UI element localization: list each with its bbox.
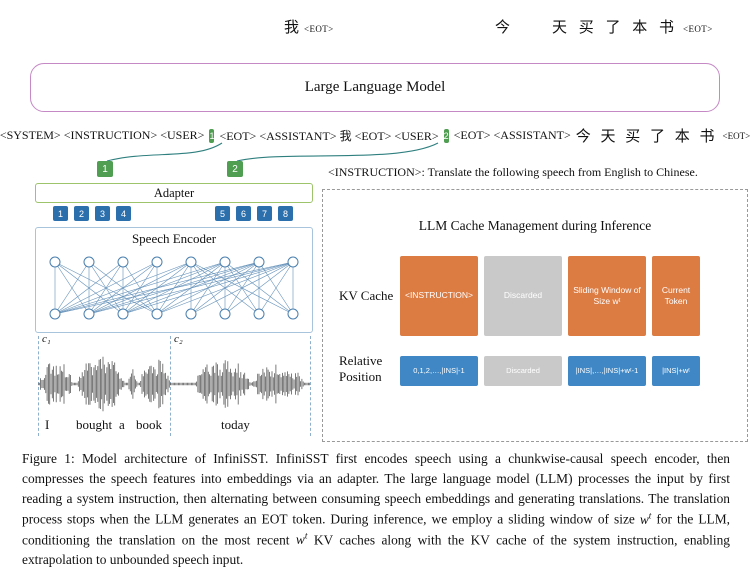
adapter-output-token-1: 1 <box>97 161 113 177</box>
encoder-feature-tokens: 1 2 3 4 5 6 7 8 <box>35 206 311 221</box>
kv-cache-row-label: KV Cache <box>339 288 394 303</box>
output-char: 今 <box>495 20 511 36</box>
cache-panel-title: LLM Cache Management during Inference <box>418 218 652 233</box>
feature-token: 5 <box>215 206 230 221</box>
chunk-boundary-line <box>170 336 171 436</box>
pos-box-current: |INS|+wᵗ <box>652 356 700 386</box>
chunk-label-c2: c₂ <box>174 333 183 345</box>
feature-token: 6 <box>236 206 251 221</box>
encoder-network-graph <box>49 256 299 320</box>
transcript-word: I <box>45 417 50 432</box>
math-wt: wt <box>295 531 308 548</box>
llm-output-left: 我 <EOT> <box>284 16 334 37</box>
kv-box-discarded: Discarded <box>484 256 562 336</box>
transcript-word: today <box>221 417 250 432</box>
eot-token: <EOT> <box>722 130 750 141</box>
token-text: <EOT> <ASSISTANT> <box>453 128 571 142</box>
speech-encoder-label: Speech Encoder <box>131 231 217 246</box>
adapter-output-token-2: 2 <box>227 161 243 177</box>
kv-box-current-token: Current Token <box>652 256 700 336</box>
math-wt: wt <box>639 511 652 527</box>
chunk-boundary-line <box>38 336 39 436</box>
token-text-chinese: 今 天 买 了 本 书 <box>575 129 718 145</box>
instruction-note: <INSTRUCTION>: Translate the following s… <box>328 165 698 179</box>
adapter-block: Adapter <box>35 183 313 203</box>
transcript-word: book <box>136 417 162 432</box>
output-chars: 天 买 了 本 书 <box>552 20 679 36</box>
llm-block: Large Language Model <box>30 63 720 112</box>
audio-waveform <box>38 356 310 412</box>
pos-box-instruction-range: 0,1,2,…,|INS|-1 <box>400 356 478 386</box>
kv-box-instruction: <INSTRUCTION> <box>400 256 478 336</box>
adapter-label: Adapter <box>153 185 195 200</box>
feature-token: 3 <box>95 206 110 221</box>
speech-chunk-token-2: 2 <box>443 128 449 143</box>
feature-token: 8 <box>278 206 293 221</box>
relative-position-row-label: Relative Position <box>339 353 383 385</box>
llm-output-right: 今 天 买 了 本 书 <EOT> <box>495 16 713 37</box>
input-token-sequence: <SYSTEM> <INSTRUCTION> <USER> 1 <EOT> <A… <box>0 125 750 146</box>
speech-encoder-block: Speech Encoder <box>35 227 313 333</box>
feature-token: 1 <box>53 206 68 221</box>
token-text: <EOT> <ASSISTANT> 我 <EOT> <USER> <box>219 129 439 143</box>
speech-chunk-token-1: 1 <box>209 128 215 143</box>
chunk-boundary-line <box>310 336 311 436</box>
llm-label: Large Language Model <box>304 79 446 95</box>
token-text: <SYSTEM> <INSTRUCTION> <USER> <box>0 128 205 142</box>
pos-box-discarded: Discarded <box>484 356 562 386</box>
caption-text: KV caches along with the KV cache of the… <box>22 532 730 568</box>
feature-group-1: 1 2 3 4 <box>53 206 131 221</box>
transcript-word: a <box>119 417 125 432</box>
cache-management-panel: LLM Cache Management during Inference KV… <box>322 189 748 442</box>
output-char: 我 <box>284 20 300 36</box>
transcript-word: bought <box>76 417 113 432</box>
figure-caption: Figure 1: Model architecture of InfiniSS… <box>22 449 730 571</box>
feature-group-2: 5 6 7 8 <box>215 206 293 221</box>
caption-text: Figure 1: Model architecture of InfiniSS… <box>22 451 730 527</box>
caption-text: for the LLM, conditioning the translatio… <box>22 511 730 548</box>
pos-box-window-range: |INS|,…,|INS|+wᵗ-1 <box>568 356 646 386</box>
feature-token: 4 <box>116 206 131 221</box>
chunk-label-c1: c₁ <box>42 333 51 345</box>
kv-box-sliding-window: Sliding Window of Size wᵗ <box>568 256 646 336</box>
eot-token: <EOT> <box>304 24 334 34</box>
feature-token: 7 <box>257 206 272 221</box>
feature-token: 2 <box>74 206 89 221</box>
eot-token: <EOT> <box>683 24 713 34</box>
